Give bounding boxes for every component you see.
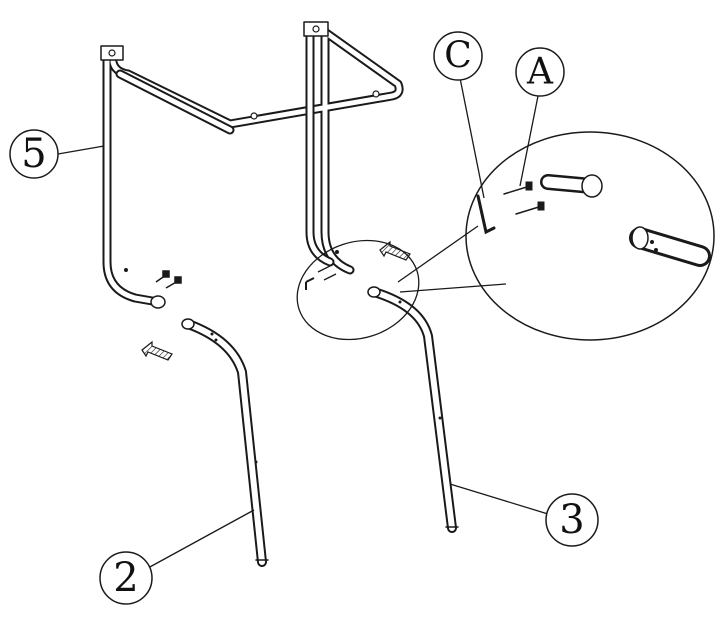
callout-label-2: 2	[113, 555, 138, 601]
callout-label-3: 3	[559, 497, 584, 543]
frame-part-5	[100, 21, 404, 309]
insert-arrow-left	[141, 340, 173, 361]
insert-arrow-right	[379, 240, 411, 261]
callout-3: 3	[449, 483, 599, 547]
detail-zoom-ellipse	[465, 131, 715, 341]
zoom-leader-lines	[397, 225, 507, 293]
callout-label-5: 5	[21, 131, 46, 177]
tube-part-2	[181, 318, 269, 567]
screw-set-left	[155, 270, 182, 289]
callout-5: 5	[9, 129, 105, 179]
callout-c: C	[433, 31, 485, 199]
callout-label-a: A	[526, 52, 554, 93]
callout-2: 2	[99, 509, 255, 605]
tube-part-3	[367, 286, 459, 533]
callout-label-c: C	[444, 36, 472, 77]
callout-a: A	[515, 47, 565, 187]
joint-highlight-ellipse	[296, 239, 420, 341]
